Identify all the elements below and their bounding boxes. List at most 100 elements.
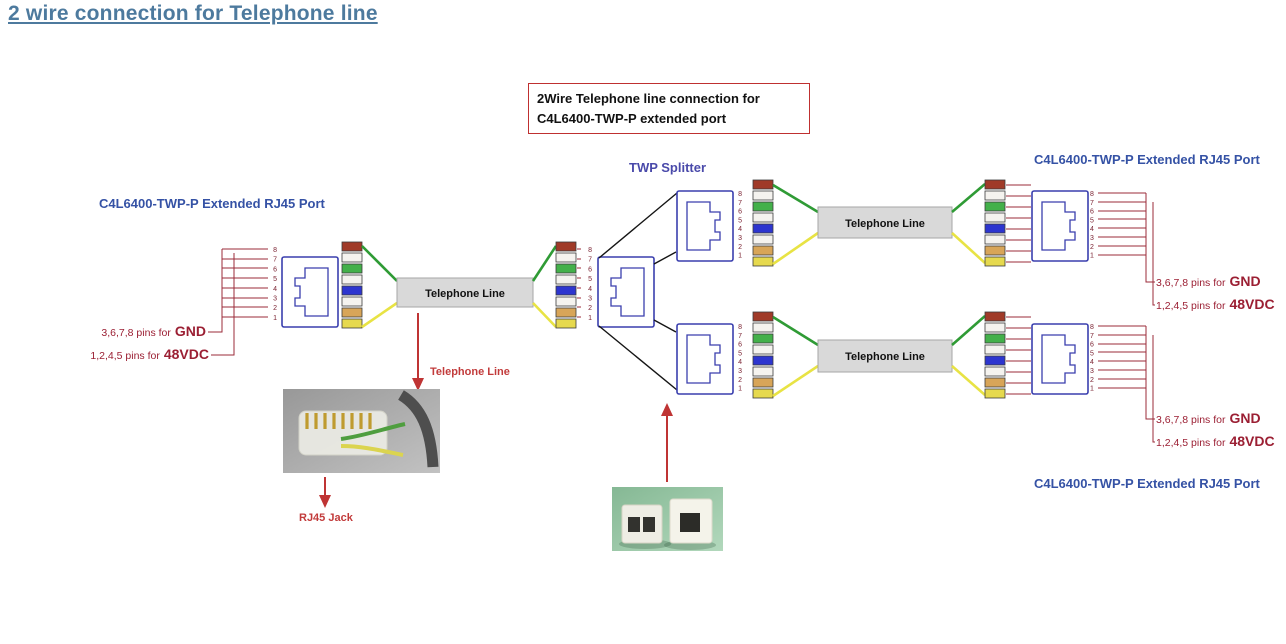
- svg-text:8: 8: [1090, 324, 1094, 331]
- rj45-jack-arrow: RJ45 Jack: [299, 477, 354, 524]
- cable: [397, 390, 439, 468]
- callout-line2: C4L6400-TWP-P extended port: [537, 110, 727, 126]
- telephone-line-arrow-label: Telephone Line: [430, 366, 510, 378]
- svg-text:5: 5: [738, 350, 742, 357]
- yellow-wire: [772, 364, 819, 398]
- twp-splitter-photo: [612, 487, 723, 551]
- page-title: 2 wire connection for Telephone line: [8, 2, 378, 25]
- right-top-strip-wires: [1006, 184, 1031, 263]
- svg-text:5: 5: [273, 276, 277, 283]
- rj45-jack-label: RJ45 Jack: [299, 512, 354, 524]
- rj45-port-symbol: [1031, 323, 1089, 395]
- splitter-input-color-strip: [555, 241, 577, 329]
- yellow-wire: [951, 232, 986, 264]
- left-pin-color-strip: [341, 241, 363, 329]
- splitter-housing-lines: [598, 192, 678, 391]
- svg-text:1: 1: [1090, 253, 1094, 260]
- svg-text:6: 6: [588, 266, 592, 273]
- right-bottom-vdc-bus-line: [1152, 335, 1155, 443]
- splitter-output-port-top: [676, 190, 734, 262]
- telephone-line-box-right-top: Telephone Line: [817, 206, 953, 239]
- splitter-output-top-color-strip: [752, 179, 774, 267]
- svg-text:1: 1: [738, 253, 742, 260]
- rj45-jack-photo: [283, 389, 440, 473]
- svg-text:3: 3: [738, 368, 742, 375]
- telephone-line-label: Telephone Line: [425, 288, 505, 300]
- svg-text:7: 7: [588, 257, 592, 264]
- svg-text:6: 6: [1090, 342, 1094, 349]
- callout-box: 2Wire Telephone line connection for C4L6…: [528, 83, 810, 134]
- svg-text:2: 2: [1090, 244, 1094, 251]
- svg-text:5: 5: [1090, 217, 1094, 224]
- telephone-line-label: Telephone Line: [845, 218, 925, 230]
- arrow-down-icon: [319, 495, 331, 508]
- left-pin-wires: [222, 248, 268, 318]
- yellow-wire: [361, 301, 398, 329]
- svg-text:8: 8: [1090, 191, 1094, 198]
- svg-text:2: 2: [1090, 377, 1094, 384]
- svg-text:8: 8: [273, 247, 277, 254]
- right-top-pin-wires: [1098, 192, 1146, 256]
- svg-text:3: 3: [273, 296, 277, 303]
- splitter-output-bottom-color-strip: [752, 311, 774, 399]
- telephone-line-arrow: Telephone Line: [412, 313, 510, 391]
- svg-text:5: 5: [1090, 350, 1094, 357]
- green-wire: [951, 183, 986, 213]
- rj45-port-symbol: [281, 256, 339, 328]
- jack-opening: [680, 513, 700, 532]
- connector-body: [298, 410, 388, 456]
- svg-text:6: 6: [738, 209, 742, 216]
- svg-text:1: 1: [588, 315, 592, 322]
- svg-text:6: 6: [1090, 209, 1094, 216]
- left-port-label: C4L6400-TWP-P Extended RJ45 Port: [99, 196, 325, 211]
- right-bottom-strip-wires: [1006, 316, 1031, 395]
- svg-text:4: 4: [738, 359, 742, 366]
- svg-text:3: 3: [738, 235, 742, 242]
- svg-text:2: 2: [273, 305, 277, 312]
- arrow-up-icon: [661, 403, 673, 416]
- left-vdc-bus-line: [211, 253, 235, 356]
- yellow-wire: [772, 231, 819, 266]
- gold-pins: [305, 413, 372, 429]
- svg-text:2: 2: [738, 244, 742, 251]
- svg-text:4: 4: [1090, 359, 1094, 366]
- svg-text:2: 2: [738, 377, 742, 384]
- svg-text:5: 5: [738, 217, 742, 224]
- svg-text:3: 3: [1090, 235, 1094, 242]
- rj45-port-symbol: [1031, 190, 1089, 262]
- svg-text:8: 8: [738, 324, 742, 331]
- svg-text:3: 3: [1090, 368, 1094, 375]
- right-top-vdc-bus-line: [1152, 202, 1155, 306]
- splitter-input-port: [597, 256, 655, 328]
- telephone-line-box-right-bottom: Telephone Line: [817, 339, 953, 373]
- svg-text:6: 6: [738, 342, 742, 349]
- svg-text:6: 6: [273, 266, 277, 273]
- jack-opening: [643, 517, 655, 532]
- splitter-output-port-bottom: [676, 323, 734, 395]
- jack-opening: [628, 517, 640, 532]
- green-wire: [531, 245, 558, 282]
- right-port-label-top: C4L6400-TWP-P Extended RJ45 Port: [1034, 152, 1260, 167]
- splitter-photo-arrow: [661, 403, 673, 482]
- green-wire: [772, 315, 819, 347]
- svg-text:1: 1: [738, 386, 742, 393]
- green-wire: [951, 315, 986, 346]
- svg-text:8: 8: [588, 247, 592, 254]
- right-top-color-strip: [984, 179, 1006, 267]
- right-port-label-bottom: C4L6400-TWP-P Extended RJ45 Port: [1034, 476, 1260, 491]
- yellow-wire: [340, 444, 404, 457]
- telephone-line-label: Telephone Line: [845, 351, 925, 363]
- svg-text:4: 4: [588, 286, 592, 293]
- svg-text:1: 1: [1090, 386, 1094, 393]
